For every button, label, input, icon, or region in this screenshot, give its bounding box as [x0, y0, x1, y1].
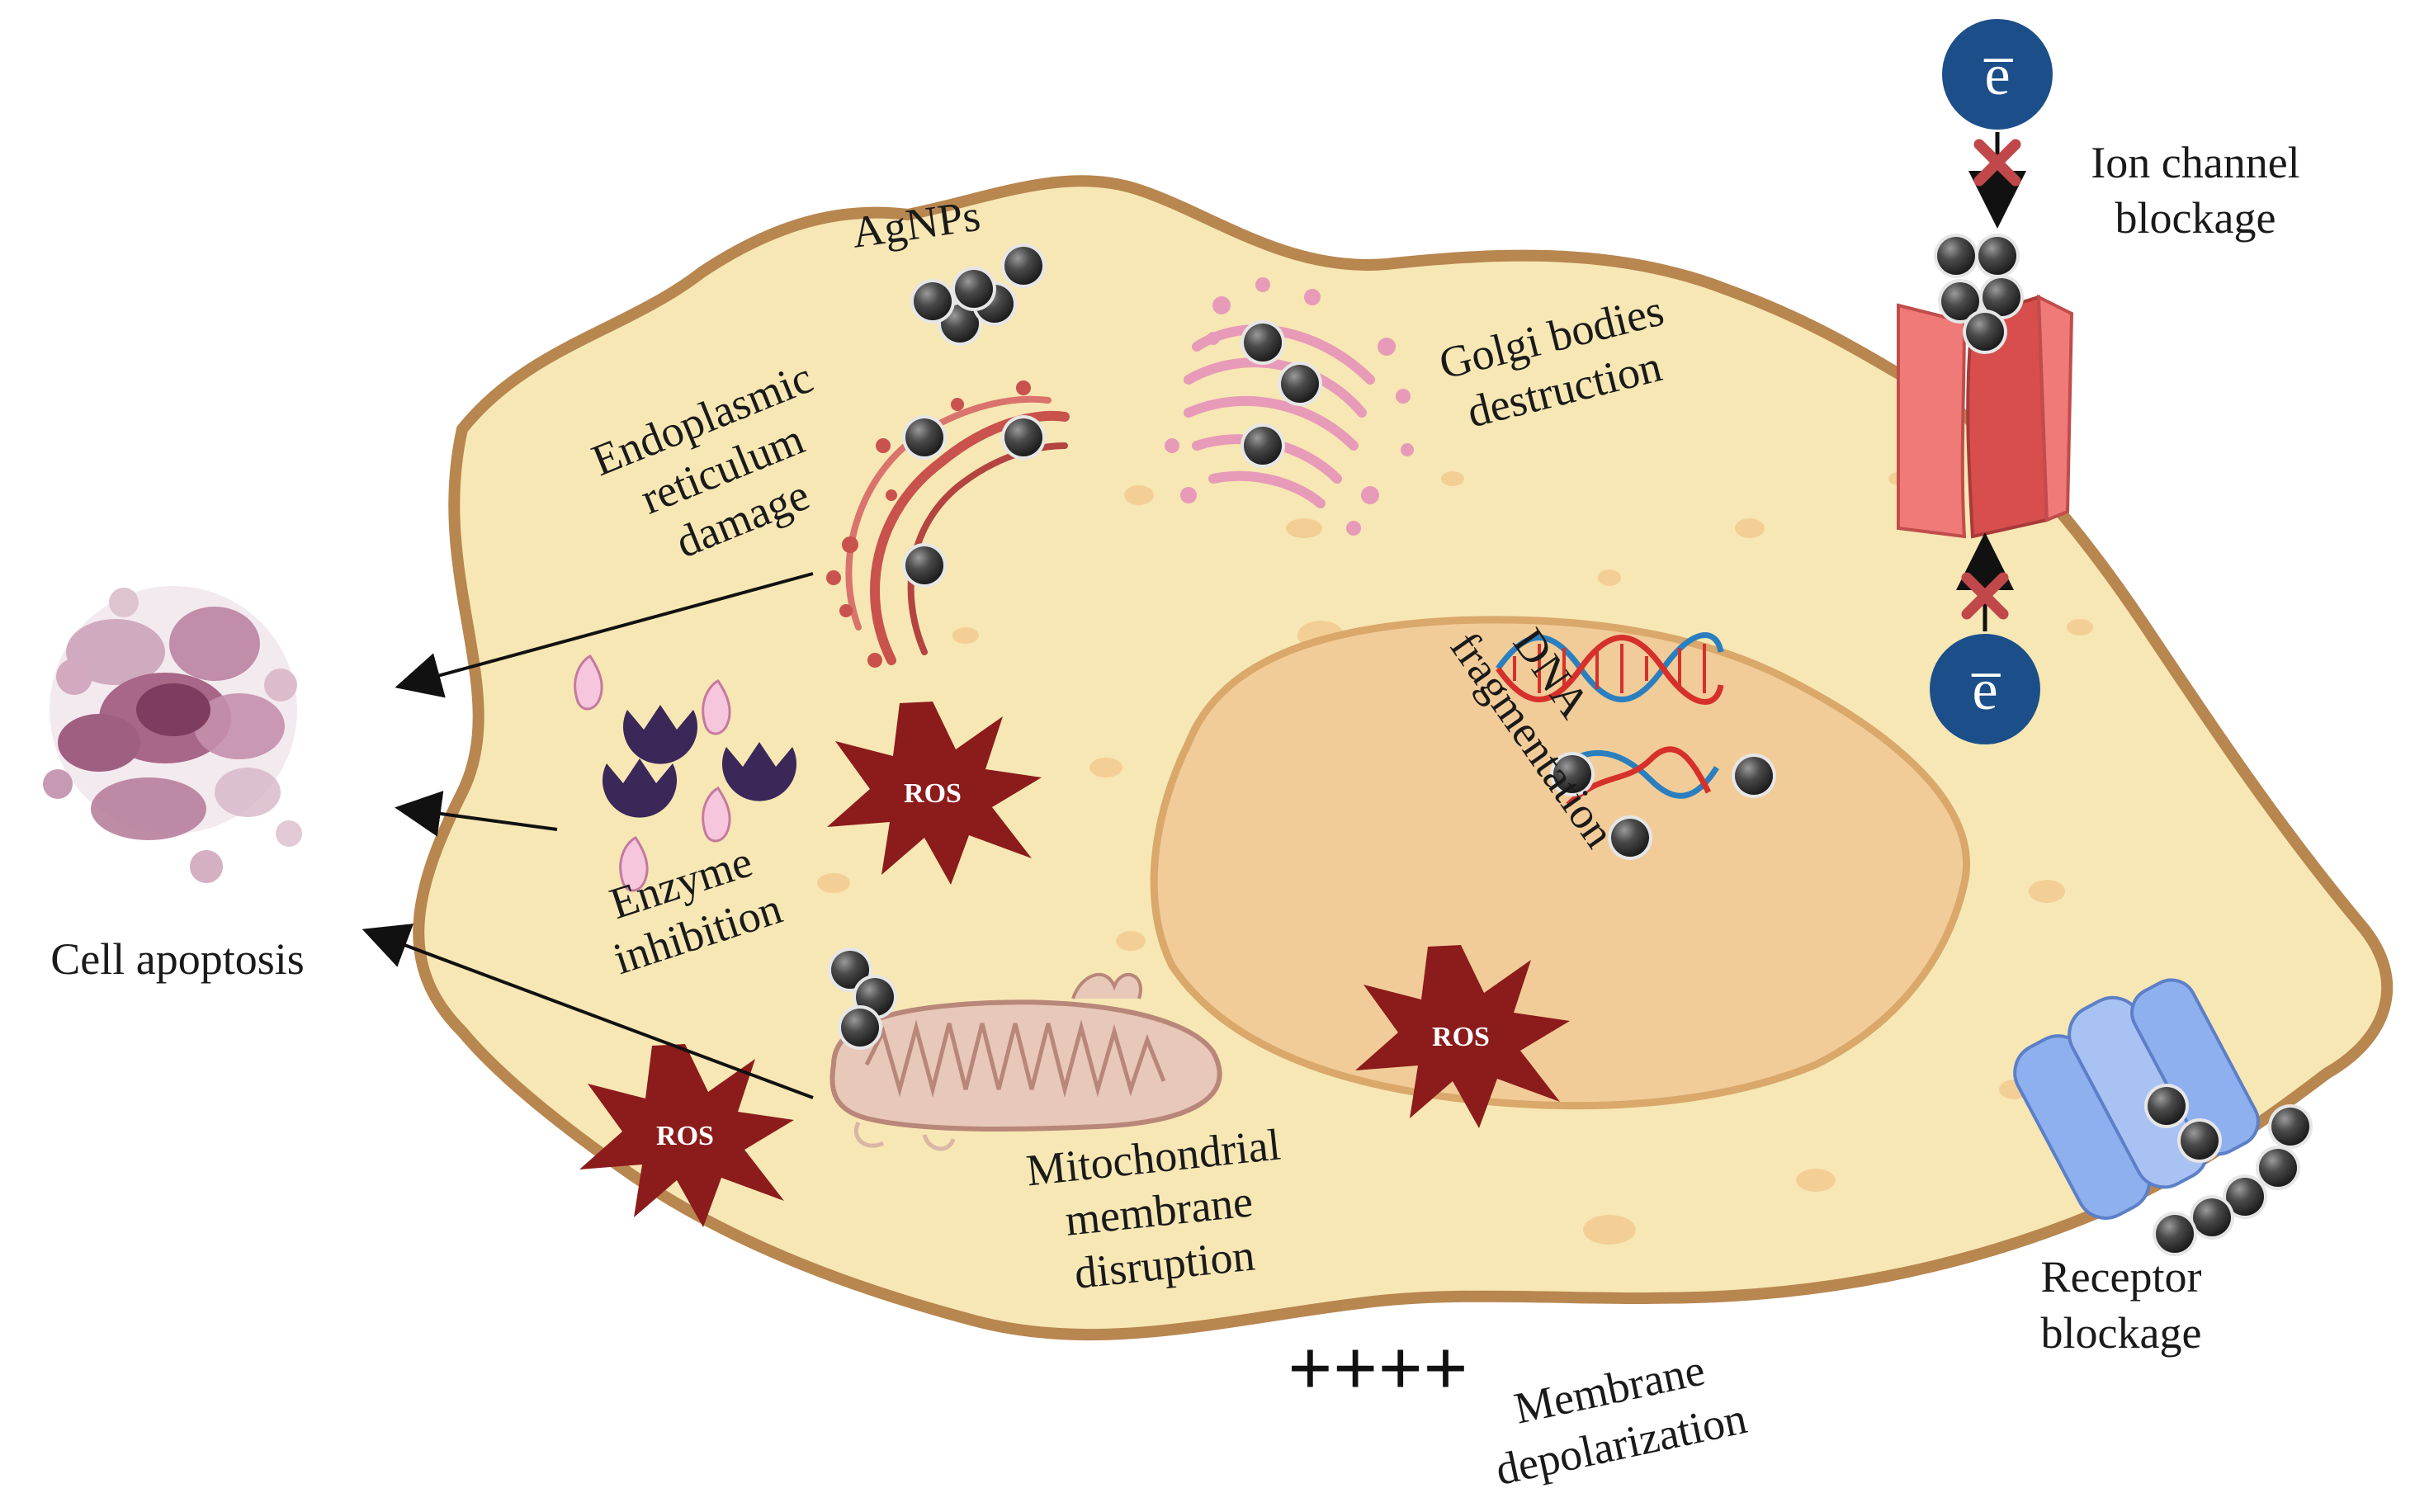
receptor-icon — [2013, 978, 2260, 1220]
ros-label: ROS — [1432, 1022, 1490, 1052]
electron-label: e̅ — [1983, 44, 2013, 107]
receptor-label: Receptor blockage — [2041, 1252, 2202, 1358]
nanoparticle-icon — [902, 415, 947, 460]
ion-label-line1: Ion channel — [2091, 138, 2299, 187]
nanoparticle-icon — [1732, 754, 1776, 798]
blocked-arrow-bottom — [1956, 532, 2014, 631]
apoptotic-cell-icon — [43, 586, 302, 883]
blocked-x-icon — [1961, 572, 2009, 620]
ros-label: ROS — [904, 778, 962, 809]
electron-bottom: e̅ — [1930, 634, 2040, 744]
receptor-label-line1: Receptor — [2041, 1252, 2202, 1302]
mitochondrion-icon — [829, 972, 1222, 1151]
ion-channel-icon — [1897, 294, 2074, 539]
apoptosis-arrows — [362, 572, 814, 1099]
substrate-icon — [574, 654, 731, 892]
blocked-x-icon — [1973, 139, 2021, 187]
electron-top: e̅ — [1942, 19, 2053, 130]
ros-star-2: ROS — [1355, 945, 1570, 1128]
membrane-charge-label: ++++ — [1288, 1324, 1468, 1412]
nanoparticle-icon — [1001, 243, 1046, 288]
membrane-label: Membrane depolarization — [1491, 1344, 1751, 1495]
nanoparticle-icon — [910, 279, 955, 324]
arrow-mito-to-apoptosis — [362, 924, 814, 1099]
nanoparticle-icon — [2268, 1104, 2313, 1149]
nanoparticle-icon — [1241, 423, 1285, 468]
nanoparticle-icon — [952, 267, 996, 311]
nanoparticle-icon — [2153, 1212, 2197, 1256]
nanoparticle-icon — [902, 543, 947, 588]
nanoparticle-icon — [1975, 234, 2020, 278]
ros-label: ROS — [656, 1121, 714, 1151]
nanoparticle-icon — [2177, 1118, 2222, 1163]
nanoparticle-icon — [1934, 234, 1978, 278]
ion-channel-label: Ion channel blockage — [2091, 138, 2299, 243]
dna-helix-icon — [1496, 632, 1724, 705]
blocked-arrow-top — [1968, 132, 2026, 229]
receptor-label-line2: blockage — [2041, 1308, 2202, 1358]
nanoparticle-icon — [1001, 415, 1046, 460]
arrow-er-to-apoptosis — [395, 572, 814, 698]
ros-star-1: ROS — [827, 702, 1042, 885]
nanoparticle-icon — [1963, 309, 2007, 354]
nanoparticle-icon — [838, 1005, 882, 1050]
ros-star-3: ROS — [579, 1044, 794, 1227]
arrow-enzyme-to-apoptosis — [395, 791, 558, 837]
apoptosis-label: Cell apoptosis — [50, 934, 305, 984]
nanoparticle-icon — [2144, 1084, 2189, 1128]
nucleus — [1150, 616, 1970, 1110]
nanoparticle-icon — [1278, 361, 1322, 406]
nanoparticle-icon — [1241, 320, 1285, 365]
ion-label-line2: blockage — [2115, 193, 2276, 243]
electron-label: e̅ — [1971, 659, 2001, 722]
enzyme-icon — [602, 705, 796, 818]
